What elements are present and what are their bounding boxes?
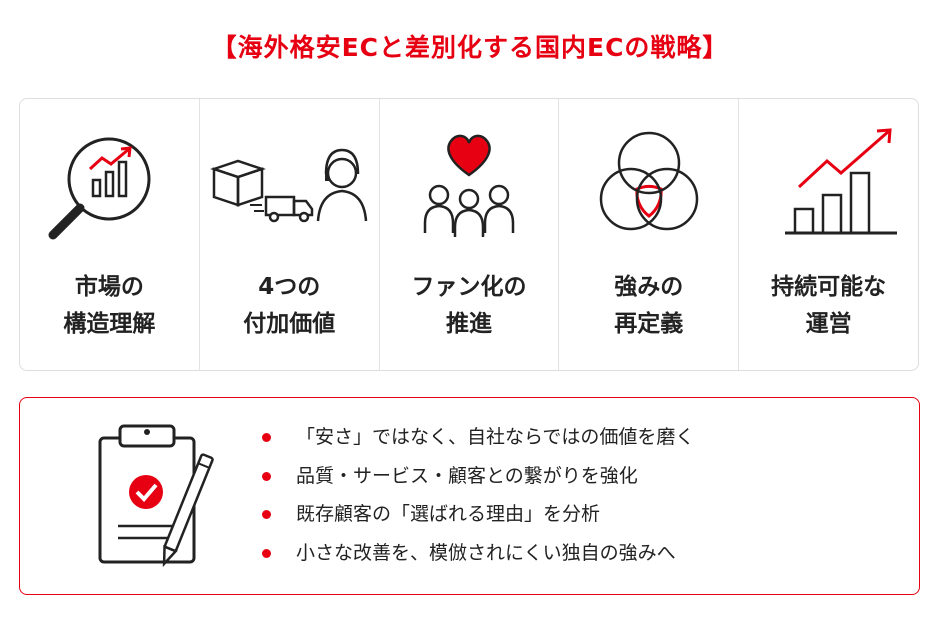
venn-diagram-icon [579,121,719,251]
bullet-dot [262,471,271,481]
growth-chart-icon [759,121,899,251]
box-truck-person-icon [204,121,374,251]
page-title: 【海外格安ECと差別化する国内ECの戦略】 [211,33,729,62]
card-label: ファン化の 推進 [411,274,527,337]
card-label: 強みの 再定義 [614,274,684,337]
heart-people-icon [399,121,539,251]
card-market-structure: 市場の 構造理解 [20,99,200,370]
card-label: 市場の 構造理解 [63,274,156,337]
list-item: 品質・サービス・顧客との繋がりを強化 [260,457,694,496]
magnifier-chart-icon [39,121,179,251]
bullet-dot [262,548,271,558]
list-item: 「安さ」ではなく、自社ならではの価値を磨く [260,418,694,457]
card-label: 持続可能な 運営 [771,274,887,337]
card-four-values: 4つの 付加価値 [200,99,380,370]
strategy-cards: 市場の 構造理解 4つの 付加価値 [19,98,919,371]
card-fan-building: ファン化の 推進 [380,99,560,370]
card-sustainable-operation: 持続可能な 運営 [739,99,918,370]
bullet-dot [262,433,271,442]
point-list: 「安さ」ではなく、自社ならではの価値を磨く 品質・サービス・顧客との繋がりを強化… [260,418,694,572]
clipboard-check-icon [90,412,260,582]
card-redefine-strengths: 強みの 再定義 [559,99,740,370]
list-item: 小さな改善を、模倣されにくい独自の強みへ [260,534,694,573]
key-points-panel: 「安さ」ではなく、自社ならではの価値を磨く 品質・サービス・顧客との繋がりを強化… [19,397,920,595]
bullet-dot [262,510,271,519]
card-label: 4つの 付加価値 [243,274,336,337]
list-item: 既存顧客の「選ばれる理由」を分析 [260,495,694,534]
